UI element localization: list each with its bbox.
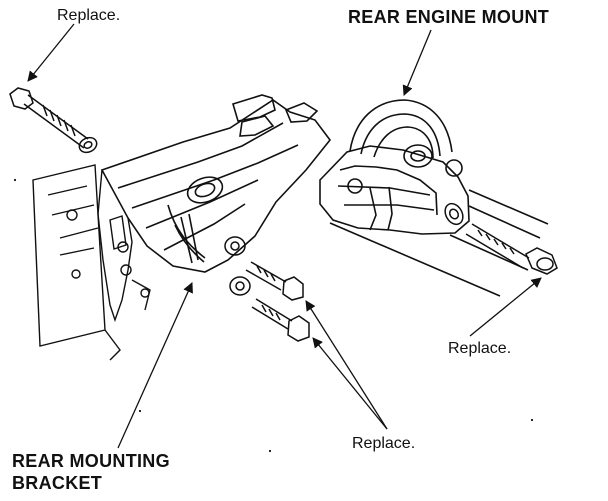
lower-bolts bbox=[225, 237, 309, 341]
rear-mounting-label-line1: REAR MOUNTING bbox=[12, 451, 170, 471]
rear-mounting-label-line2: BRACKET bbox=[12, 473, 103, 493]
rear-engine-mount bbox=[320, 100, 548, 296]
replace-label-bottom: Replace. bbox=[352, 435, 416, 452]
right-bolt bbox=[442, 200, 557, 274]
left-bolt bbox=[10, 88, 99, 155]
left-frame-panel bbox=[33, 165, 120, 360]
rear-engine-mount-label: REAR ENGINE MOUNT bbox=[348, 7, 550, 27]
replace-label-top: Replace. bbox=[57, 7, 121, 24]
replace-label-right: Replace. bbox=[448, 340, 512, 357]
scan-specks bbox=[13, 178, 534, 453]
rear-mounting-bracket bbox=[102, 95, 330, 272]
lower-bracket bbox=[98, 170, 150, 320]
leader-arrows bbox=[27, 24, 542, 448]
